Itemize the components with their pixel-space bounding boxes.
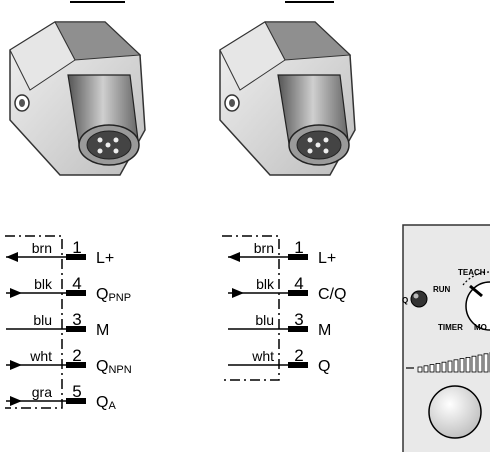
wire-wht: wht 2Q: [228, 346, 330, 375]
scale-bar: [459, 358, 465, 373]
pin-number: 1: [294, 238, 303, 257]
signal-label: M: [318, 322, 331, 339]
q-led-icon: [410, 290, 428, 308]
wire-color-label: brn: [32, 240, 52, 256]
wire-color-label: blk: [34, 276, 53, 292]
scale-bar: [477, 354, 483, 373]
scale-bar: [465, 356, 471, 373]
panel-label-timer: TIMER: [438, 323, 463, 332]
wire-color-label: wht: [29, 348, 52, 364]
control-panel: Q RUN TEACH TIMER MO: [402, 224, 490, 452]
panel-label-run: RUN: [433, 285, 451, 294]
mode-dial[interactable]: [465, 281, 490, 331]
pin-number: 1: [72, 238, 81, 257]
wire-brn: brn 1L+: [6, 238, 114, 267]
arrow-left-icon: [6, 252, 18, 262]
arrow-left-icon: [228, 252, 240, 262]
signal-label: C/Q: [318, 286, 346, 303]
signal-label: M: [96, 322, 109, 339]
wire-brn: brn 1L+: [228, 238, 336, 267]
pin-number: 4: [72, 274, 81, 293]
terminal-1: [66, 254, 86, 260]
pin-number: 3: [72, 310, 81, 329]
panel-label-q: Q: [402, 296, 408, 305]
scale-bar: [471, 355, 477, 373]
panel-label-mode: MO: [474, 323, 487, 332]
wire-color-label: blk: [256, 276, 275, 292]
scale-bar: [417, 366, 423, 373]
pin-number: 5: [72, 382, 81, 401]
terminal-4: [288, 290, 308, 296]
wire-color-label: blu: [33, 312, 52, 328]
signal-label: QNPN: [96, 358, 132, 376]
pin-number: 3: [294, 310, 303, 329]
terminal-1: [288, 254, 308, 260]
wire-gra: gra 5QA: [6, 382, 116, 412]
sensor-housing-left: [9, 21, 146, 176]
arrow-right-icon: [10, 288, 22, 298]
arrow-right-icon: [10, 396, 22, 406]
wire-blu: blu 3M: [6, 310, 109, 339]
wire-color-label: blu: [255, 312, 274, 328]
signal-label: QPNP: [96, 286, 131, 304]
scale-bar: [441, 361, 447, 373]
terminal-3: [66, 326, 86, 332]
arrow-right-icon: [232, 288, 244, 298]
pin-number: 2: [72, 346, 81, 365]
wire-blk: blk 4C/Q: [228, 274, 346, 303]
timer-scale: [417, 352, 490, 373]
panel-label-teach: TEACH: [458, 268, 486, 277]
teach-button[interactable]: [428, 385, 482, 439]
scale-bar: [429, 364, 435, 373]
m12-plug-right: [277, 74, 350, 166]
signal-label: Q: [318, 358, 330, 375]
m12-plug-left: [67, 74, 140, 166]
scale-bar: [453, 359, 459, 373]
pin-number: 2: [294, 346, 303, 365]
signal-label: L+: [96, 250, 114, 267]
scale-bar: [483, 353, 489, 373]
sensor-housing-right: [219, 21, 356, 176]
terminal-5: [66, 398, 86, 404]
scale-bar: [435, 362, 441, 373]
wire-color-label: brn: [254, 240, 274, 256]
terminal-3: [288, 326, 308, 332]
wire-color-label: wht: [251, 348, 274, 364]
scale-bar: [447, 360, 453, 373]
wire-color-label: gra: [32, 384, 52, 400]
signal-label: L+: [318, 250, 336, 267]
signal-label: QA: [96, 394, 116, 412]
scale-bar: [423, 365, 429, 373]
terminal-2: [66, 362, 86, 368]
terminal-4: [66, 290, 86, 296]
wire-blu: blu 3M: [228, 310, 331, 339]
pin-number: 4: [294, 274, 303, 293]
arrow-right-icon: [10, 360, 22, 370]
terminal-2: [288, 362, 308, 368]
